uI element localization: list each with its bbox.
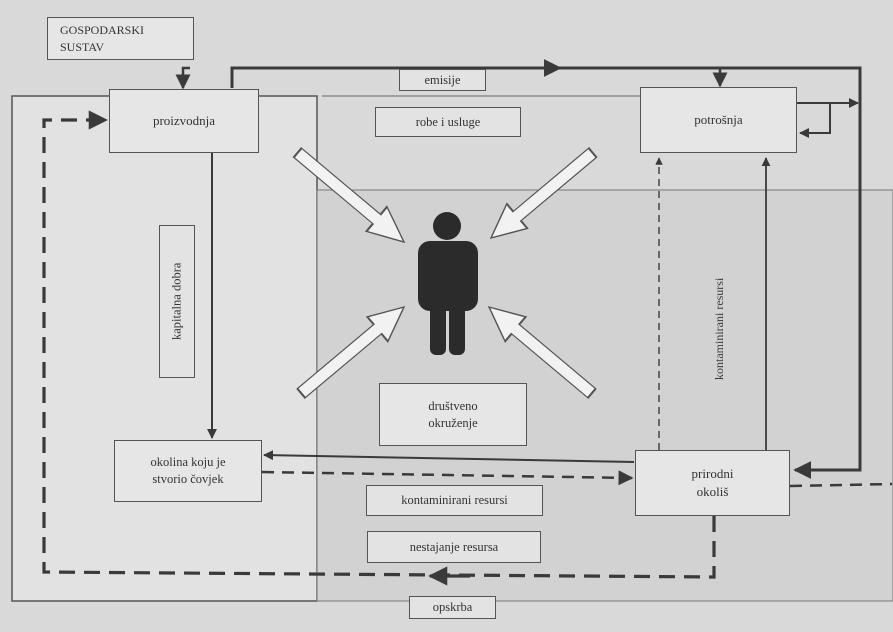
top-loop-arrow (230, 66, 862, 479)
supply-loop-dashed (42, 110, 716, 579)
label-opskrba: opskrba (409, 596, 496, 619)
label-robe-i-usluge: robe i usluge (375, 107, 521, 137)
label-nestajanje-resursa: nestajanje resursa (367, 531, 541, 563)
top-to-proizvodnja (175, 66, 191, 90)
okolis-to-okolina (263, 450, 635, 463)
node-proizvodnja: proizvodnja (109, 89, 259, 153)
node-okolina-covjek: okolina koju je stvorio čovjek (114, 440, 262, 502)
label-kapitalna-dobra: kapitalna dobra (159, 225, 195, 378)
node-drustveno-okruzenje: društveno okruženje (379, 383, 527, 446)
node-potrosnja: potrošnja (640, 87, 797, 153)
label-kontaminirani-resursi: kontaminirani resursi (366, 485, 543, 516)
label-kontaminirani-resursi-vertical: kontaminirani resursi (712, 277, 726, 380)
label-emisije: emisije (399, 69, 486, 91)
okolina-to-okolis-dashed (261, 470, 634, 486)
okolis-out-dashed (789, 482, 893, 488)
system-title: GOSPODARSKI SUSTAV (47, 17, 194, 60)
node-prirodni-okolis: prirodni okoliš (635, 450, 790, 516)
human-icon (418, 212, 478, 355)
potrosnja-return-arrow (799, 103, 831, 138)
hollow-arrows (292, 147, 598, 399)
